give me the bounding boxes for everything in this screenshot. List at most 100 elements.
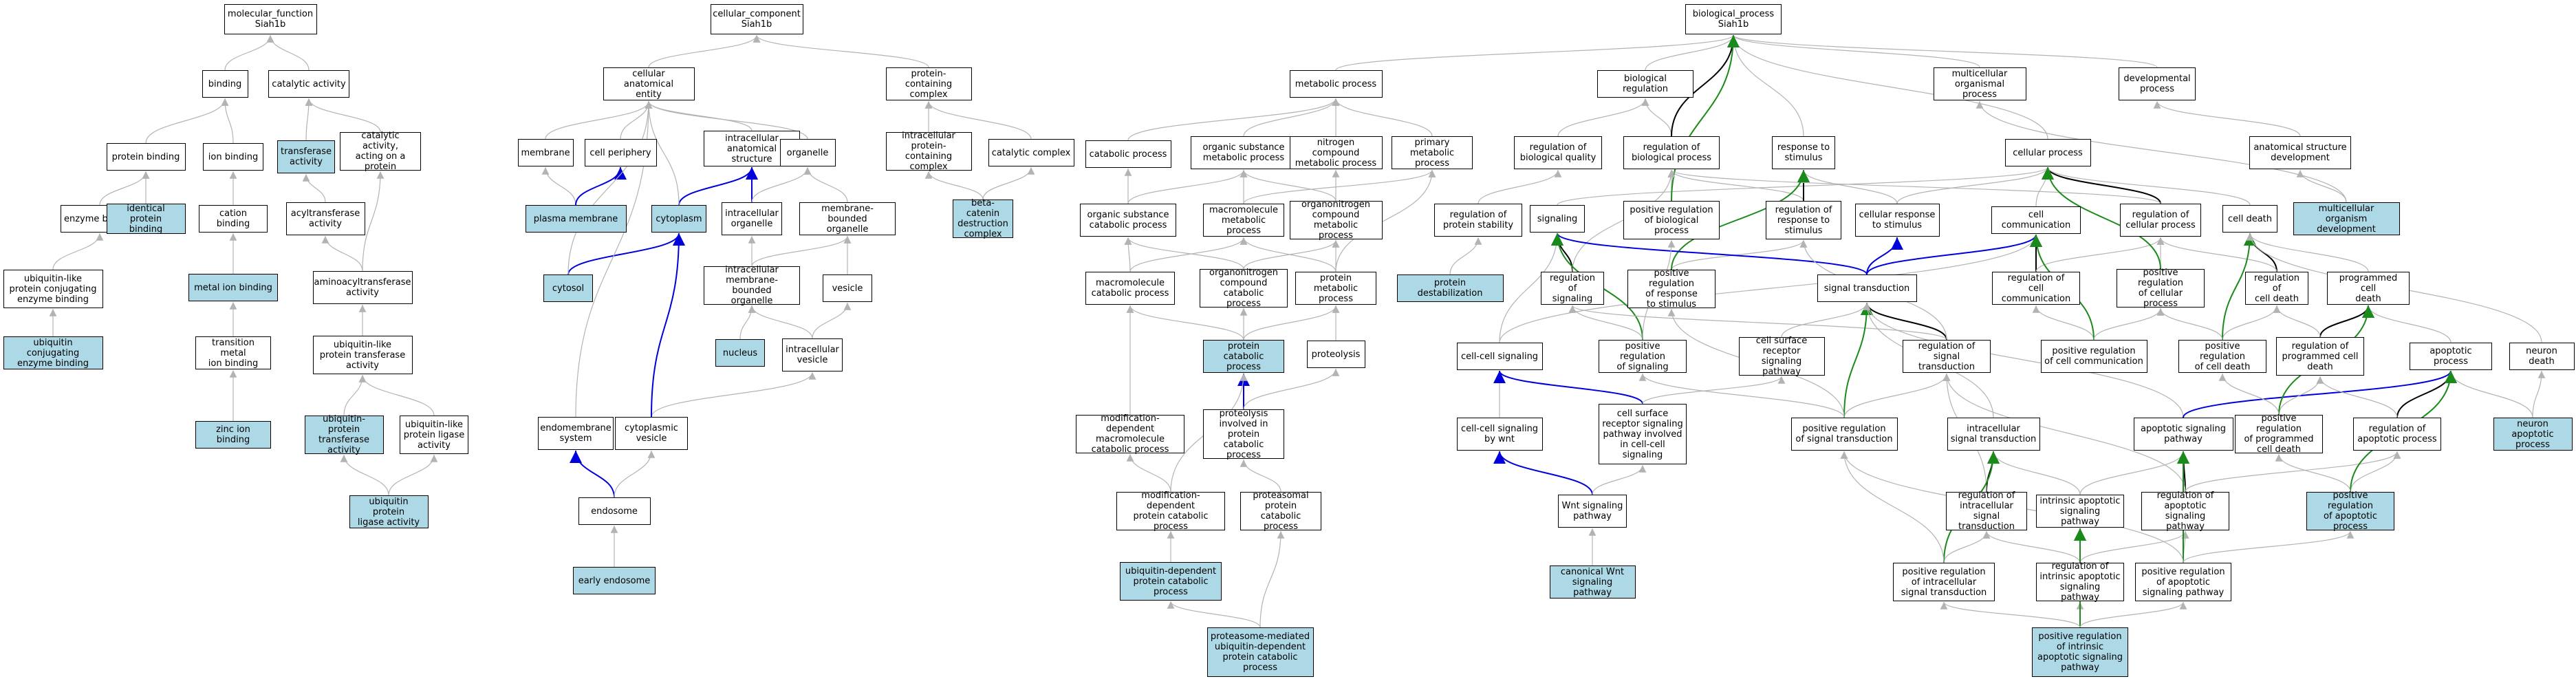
edge-sigtrans-to-cellcomm xyxy=(1866,234,2042,275)
edge-bcat-to-ipcc xyxy=(924,171,984,200)
edge-catact2-to-catact xyxy=(305,98,381,133)
go-term-ccsigwnt: cell-cell signaling by wnt xyxy=(1456,418,1543,451)
edge-cytoplasm-to-ias xyxy=(678,166,758,206)
edge-mcp-to-macromet xyxy=(1129,237,1248,272)
edge-neurapo-to-neurdeath xyxy=(2532,370,2546,418)
go-term-metalbind: metal ion binding xyxy=(188,274,278,301)
edge-posregpcd-to-posregcd xyxy=(2218,373,2280,416)
edge-protbind-to-binding xyxy=(145,98,229,144)
edge-ubptrans-to-ubltrans xyxy=(343,374,367,416)
edge-cellresp-to-respstim xyxy=(1799,169,1898,204)
go-term-cationbind: cation binding xyxy=(199,205,268,233)
edge-regps-to-regbq xyxy=(1478,169,1562,204)
go-term-intrasig: intracellular signal transduction xyxy=(1947,418,2040,451)
go-term-pccomplex: protein-containing complex xyxy=(885,67,972,100)
edge-binding-to-mf xyxy=(224,34,274,71)
edge-multidev-to-asd xyxy=(2296,169,2347,203)
go-term-identprot: identical protein binding xyxy=(106,204,186,235)
edge-cellproc-to-bp xyxy=(1729,34,2048,140)
edge-catcomplex-to-pccomplex xyxy=(924,100,1032,140)
go-term-mdmcp: modification-dependent macromolecule cat… xyxy=(1076,413,1184,455)
go-term-orgnitro: organonitrogen compound metabolic proces… xyxy=(1289,200,1383,241)
edge-regcd-to-regcp xyxy=(2156,237,2277,272)
edge-proteolcat-to-proteolysis xyxy=(1243,368,1340,410)
edge-csrspcc-to-csrsp xyxy=(1642,376,1786,405)
go-term-endomem: endomembrane system xyxy=(538,417,614,450)
go-term-posregcd: positive regulation of cell death xyxy=(2178,340,2266,373)
go-term-regpcd: regulation of programmed cell death xyxy=(2276,337,2364,376)
edge-wnt-to-csrspcc xyxy=(1592,464,1647,495)
edge-orgnitro-to-osmp xyxy=(1240,169,1336,202)
edge-regpcd-to-pcd xyxy=(2319,305,2374,338)
edge-posregpcd-to-regpcd xyxy=(2278,376,2324,416)
go-term-posregcc: positive regulation of cell communicatio… xyxy=(2040,340,2147,373)
edge-neurapo-to-apoproc xyxy=(2447,370,2533,418)
go-term-intorg: intracellular organelle xyxy=(722,202,782,235)
go-term-multi: multicellular organismal process xyxy=(1933,67,2026,100)
edge-proteasomeubi-to-ubdep xyxy=(1167,601,1261,628)
edge-posregrs-to-respstim xyxy=(1671,169,1810,270)
go-term-posregrs: positive regulation of response to stimu… xyxy=(1627,268,1715,310)
edge-catact-to-mf xyxy=(266,34,310,71)
edge-multi-to-bp xyxy=(1729,34,1980,68)
go-term-cc: cellular_component Siah1b xyxy=(710,4,803,34)
go-term-neurdeath: neuron death xyxy=(2509,343,2575,370)
edge-posregst-to-regst xyxy=(1843,373,1951,418)
go-term-metab: metabolic process xyxy=(1289,70,1383,98)
edge-cytosol-to-cytoplasm xyxy=(567,233,685,275)
edge-plasmamem-to-membrane xyxy=(541,166,576,206)
go-term-cellproc: cellular process xyxy=(2004,139,2091,166)
edge-mbo-to-organelle xyxy=(803,166,848,203)
go-term-multidev: multicellular organism development xyxy=(2293,202,2400,235)
edge-proteasomal-to-proteolcat xyxy=(1240,459,1281,493)
go-term-osmp: organic substance metabolic process xyxy=(1190,136,1297,169)
edge-regsig-to-regbp xyxy=(1572,169,1676,272)
go-term-vesicle: vesicle xyxy=(823,274,872,302)
go-term-cytves: cytoplasmic vesicle xyxy=(615,417,688,450)
edge-posregcd-to-regcd xyxy=(2222,305,2281,341)
go-term-organelle: organelle xyxy=(779,139,836,166)
edge-intves-to-imbo xyxy=(748,305,813,339)
edge-nucleus-to-imbo xyxy=(739,305,756,340)
go-term-protbind: protein binding xyxy=(106,143,186,171)
go-term-posregpcd: positive regulation of programmed cell d… xyxy=(2235,413,2323,455)
go-term-regsig: regulation of signaling xyxy=(1541,272,1604,305)
edge-protmet-to-primmet xyxy=(1335,169,1436,272)
edge-macromet-to-primmet xyxy=(1243,169,1436,204)
go-term-regapsp: regulation of apoptotic signaling pathwa… xyxy=(2141,491,2229,532)
edge-regcc-to-regcp xyxy=(2035,237,2165,272)
edge-protcat-to-mcp xyxy=(1126,305,1244,341)
edge-csrsp-to-sigtrans xyxy=(1781,302,1871,338)
edge-posregst-to-posregsig xyxy=(1638,373,1845,418)
go-term-catab: catabolic process xyxy=(1085,140,1171,168)
go-term-regintra: regulation of intracellular signal trans… xyxy=(1946,491,2027,532)
go-term-apsigpath: apoptotic signaling pathway xyxy=(2133,418,2233,451)
go-term-ubptrans: ubiquitin-protein transferase activity xyxy=(304,414,384,455)
edge-wnt-to-ccsigwnt xyxy=(1493,451,1593,495)
go-term-csrsp: cell surface receptor signaling pathway xyxy=(1738,336,1825,377)
edge-acyltr-to-transf xyxy=(302,173,326,203)
go-term-csrspcc: cell surface receptor signaling pathway … xyxy=(1599,404,1687,464)
go-term-regcd: regulation of cell death xyxy=(2245,272,2308,305)
edge-regst-to-sigtrans xyxy=(1861,302,1947,341)
edge-regst-to-regsig xyxy=(1568,305,1947,341)
go-term-wnt: Wnt signaling pathway xyxy=(1558,495,1627,528)
go-term-posregcp: positive regulation of cellular process xyxy=(2117,268,2205,309)
edge-intrinsic-to-apsigpath xyxy=(2079,451,2187,495)
edge-aminoacyl-to-catact2 xyxy=(362,171,385,272)
edge-regapsp-to-regst xyxy=(1942,373,2186,493)
edge-posregcp-to-cellproc xyxy=(2042,166,2161,270)
edge-respstim-to-bp xyxy=(1729,34,1804,137)
edge-intrinsic-to-intrasig xyxy=(1989,451,2081,495)
go-term-macromet: macromolecule metabolic process xyxy=(1203,204,1284,237)
go-term-ublbind: ubiquitin-like protein conjugating enzym… xyxy=(3,270,103,308)
go-term-regbq: regulation of biological quality xyxy=(1514,136,1602,169)
go-term-posregsig: positive regulation of signaling xyxy=(1599,340,1687,373)
go-term-posregst: positive regulation of signal transducti… xyxy=(1790,418,1898,451)
go-term-zinc: zinc ion binding xyxy=(195,421,271,449)
edge-transf-to-catact xyxy=(305,98,313,141)
edge-intorg-to-organelle xyxy=(751,166,812,203)
go-term-aminoacyl: aminoacyltransferase activity xyxy=(312,271,413,304)
edge-ias-to-cae xyxy=(645,100,753,131)
go-term-proteolcat: proteolysis involved in protein cataboli… xyxy=(1203,409,1284,460)
